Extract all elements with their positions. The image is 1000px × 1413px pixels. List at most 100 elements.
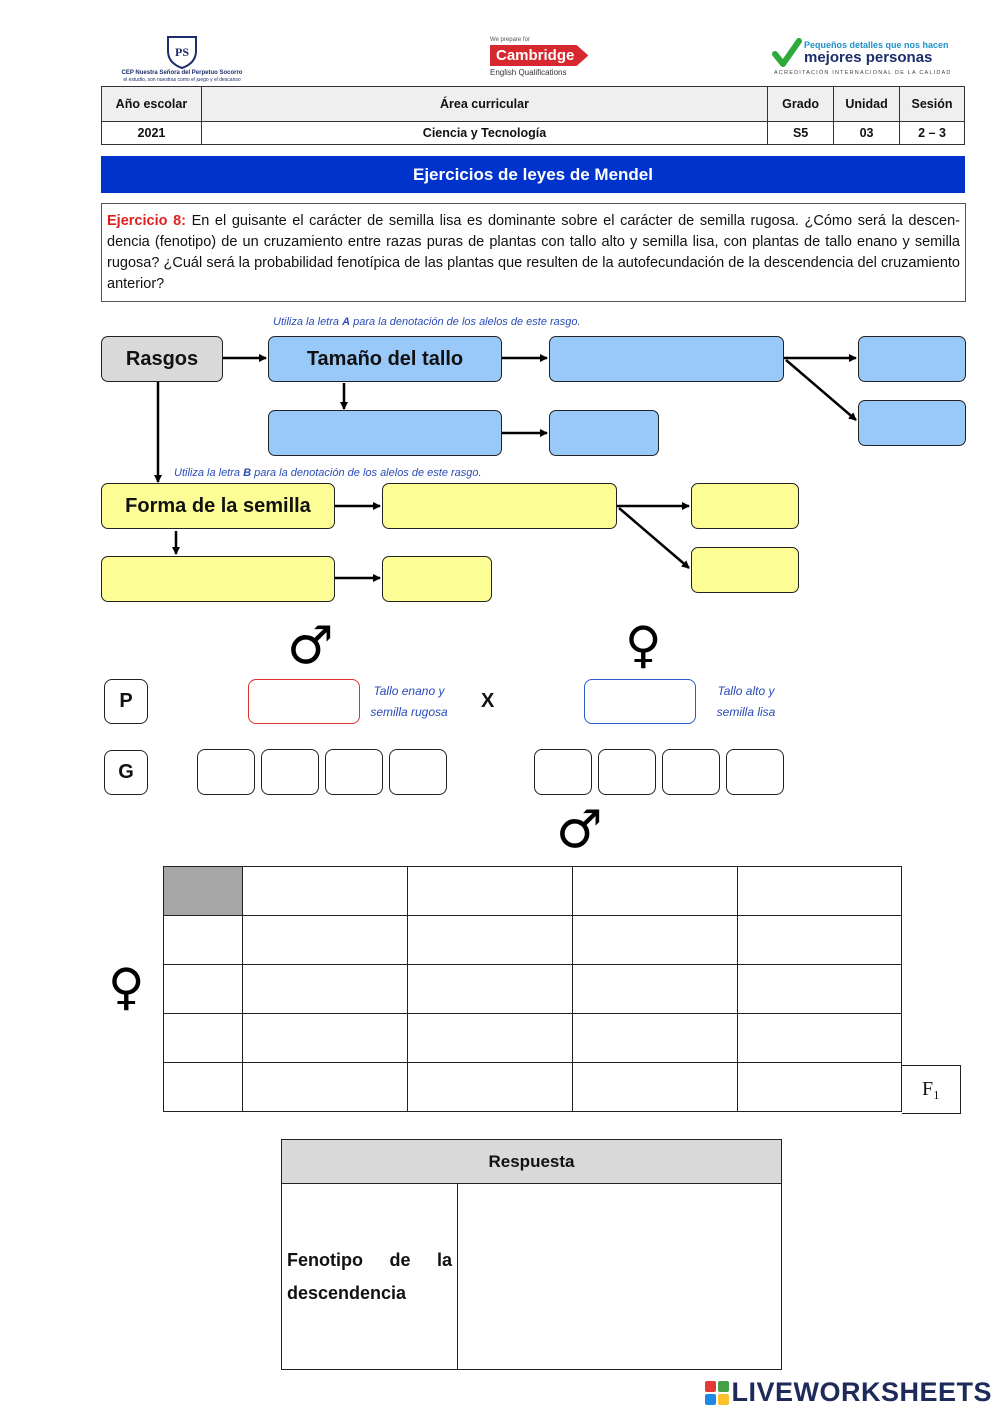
punnett-male-gamete-cell[interactable] — [572, 866, 738, 916]
value-area-curricular: Ciencia y Tecnología — [200, 121, 769, 145]
female-gamete-input-2[interactable] — [598, 749, 656, 795]
forma-trait-input[interactable] — [101, 556, 335, 602]
header-unidad: Unidad — [833, 86, 901, 122]
punnett-cell[interactable] — [737, 1062, 902, 1112]
forma-allele-input[interactable] — [382, 483, 617, 529]
punnett-female-symbol-icon: ♀ — [108, 958, 145, 1016]
male-gamete-input-4[interactable] — [389, 749, 447, 795]
quality-logo: Pequeños detalles que nos hacen mejores … — [772, 38, 952, 82]
watermark-text: LIVEWORKSHEETS — [731, 1377, 992, 1407]
tamano-allele-input-top[interactable] — [858, 336, 966, 382]
tamano-trait-allele-input[interactable] — [549, 410, 659, 456]
rasgos-box: Rasgos — [101, 336, 223, 382]
punnett-cell[interactable] — [242, 915, 408, 965]
punnett-cell[interactable] — [407, 915, 573, 965]
school-motto: el estudio, son nuestras como el juego y… — [123, 77, 241, 83]
male-gamete-input-2[interactable] — [261, 749, 319, 795]
punnett-male-gamete-cell[interactable] — [242, 866, 408, 916]
header-ano-escolar: Año escolar — [101, 86, 202, 122]
arrow-tamano-fork-bottom — [785, 359, 857, 421]
cross-x: X — [481, 690, 495, 712]
punnett-cell[interactable] — [407, 964, 573, 1014]
fenotipo-answer-input[interactable] — [457, 1183, 782, 1370]
cambridge-logo: We prepare for Cambridge English Qualifi… — [490, 37, 590, 83]
table-row — [163, 1062, 902, 1112]
header-area-curricular: Área curricular — [200, 86, 769, 122]
male-symbol-icon: ♂ — [287, 616, 334, 676]
header-grado: Grado — [767, 86, 835, 122]
forma-trait-allele-input[interactable] — [382, 556, 492, 602]
cambridge-sub-text: English Qualifications — [490, 68, 567, 77]
school-name: CEP Nuestra Señora del Perpetuo Socorro — [121, 70, 243, 76]
tamano-trait-input[interactable] — [268, 410, 502, 456]
shield-icon: PS — [167, 36, 197, 70]
female-genotype-input[interactable] — [584, 679, 696, 724]
diagram-arrows — [154, 354, 857, 582]
punnett-cell[interactable] — [572, 1062, 738, 1112]
respuesta-table: Respuesta Fenotipo de la descendencia — [281, 1139, 782, 1370]
punnett-female-gamete-cell[interactable] — [163, 1013, 243, 1063]
table-row — [163, 1013, 902, 1063]
liveworksheets-logo-icon — [705, 1380, 730, 1405]
punnett-square — [163, 866, 902, 1112]
exercise-text: En el guisante el carácter de semilla li… — [107, 213, 961, 292]
exercise-label: Ejercicio 8: — [107, 213, 186, 229]
male-gamete-input-3[interactable] — [325, 749, 383, 795]
punnett-corner — [163, 866, 243, 916]
female-gamete-input-3[interactable] — [662, 749, 720, 795]
quality-line-2: mejores personas — [804, 49, 933, 66]
g-label: G — [104, 750, 148, 795]
checkmark-icon — [772, 38, 802, 67]
exercise-box: Ejercicio 8: En el guisante el carácter … — [101, 203, 966, 302]
value-ano-escolar: 2021 — [101, 121, 202, 145]
forma-semilla-box: Forma de la semilla — [101, 483, 335, 529]
female-gamete-input-1[interactable] — [534, 749, 592, 795]
punnett-male-gamete-cell[interactable] — [407, 866, 573, 916]
punnett-cell[interactable] — [737, 915, 902, 965]
f1-label: F₁ — [902, 1065, 961, 1114]
punnett-male-gamete-cell[interactable] — [737, 866, 902, 916]
quality-line-1: Pequeños detalles que nos hacen — [804, 40, 949, 50]
hint-letter-b: Utiliza la letra B para la denotación de… — [174, 467, 482, 479]
male-gamete-input-1[interactable] — [197, 749, 255, 795]
arrow-forma-fork-bottom — [618, 507, 690, 569]
punnett-cell[interactable] — [407, 1013, 573, 1063]
hint-letter-a: Utiliza la letra A para la denotación de… — [273, 316, 581, 328]
punnett-cell[interactable] — [242, 1013, 408, 1063]
forma-allele-input-top[interactable] — [691, 483, 799, 529]
punnett-cell[interactable] — [737, 1013, 902, 1063]
punnett-cell[interactable] — [572, 915, 738, 965]
punnett-cell[interactable] — [242, 1062, 408, 1112]
tamano-allele-input[interactable] — [549, 336, 784, 382]
info-table: Año escolar Área curricular Grado Unidad… — [101, 86, 965, 145]
header-sesion: Sesión — [899, 86, 965, 122]
title-banner: Ejercicios de leyes de Mendel — [101, 156, 965, 193]
tamano-tallo-box: Tamaño del tallo — [268, 336, 502, 382]
female-symbol-icon: ♀ — [625, 616, 662, 674]
respuesta-title: Respuesta — [281, 1139, 782, 1184]
tamano-allele-input-bottom[interactable] — [858, 400, 966, 446]
cambridge-small-text: We prepare for — [490, 37, 530, 43]
value-unidad: 03 — [833, 121, 901, 145]
punnett-female-gamete-cell[interactable] — [163, 915, 243, 965]
school-logo: PS CEP Nuestra Señora del Perpetuo Socor… — [112, 34, 252, 84]
value-grado: S5 — [767, 121, 835, 145]
value-sesion: 2 – 3 — [899, 121, 965, 145]
forma-allele-input-bottom[interactable] — [691, 547, 799, 593]
school-monogram: PS — [175, 45, 189, 59]
cambridge-brand: Cambridge — [490, 45, 589, 66]
punnett-cell[interactable] — [572, 964, 738, 1014]
punnett-female-gamete-cell[interactable] — [163, 964, 243, 1014]
female-gamete-input-4[interactable] — [726, 749, 784, 795]
punnett-cell[interactable] — [242, 964, 408, 1014]
male-genotype-input[interactable] — [248, 679, 360, 724]
quality-line-3: ACREDITACIÓN INTERNACIONAL DE LA CALIDAD — [774, 70, 952, 76]
table-row — [163, 866, 902, 916]
punnett-cell[interactable] — [407, 1062, 573, 1112]
table-row — [163, 964, 902, 1014]
punnett-female-gamete-cell[interactable] — [163, 1062, 243, 1112]
punnett-cell[interactable] — [572, 1013, 738, 1063]
punnett-cell[interactable] — [737, 964, 902, 1014]
table-row — [163, 915, 902, 965]
